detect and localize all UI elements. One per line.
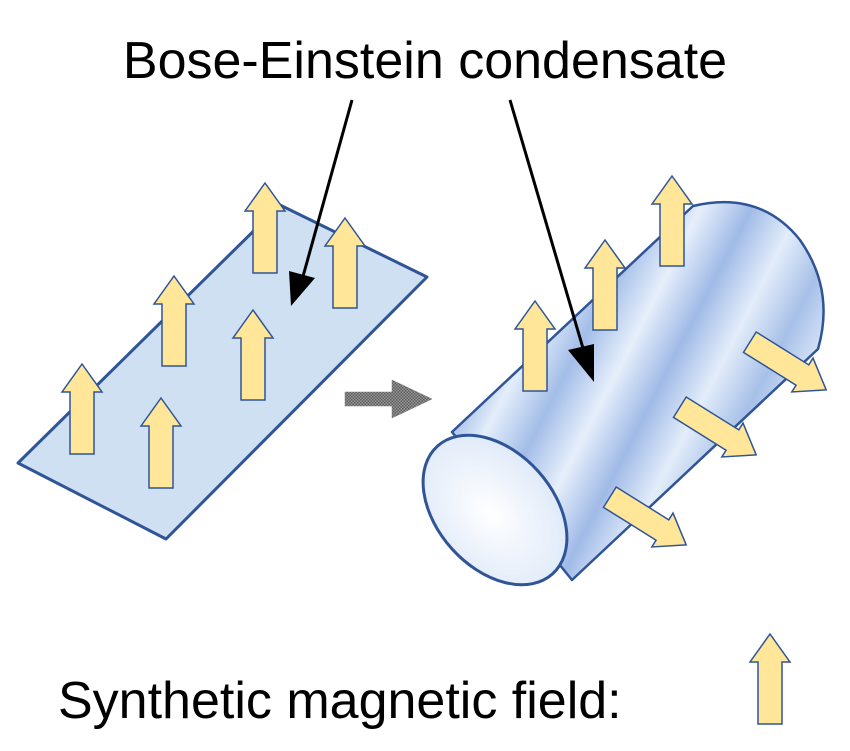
transition-arrow-icon bbox=[344, 379, 433, 419]
flat-sheet bbox=[16, 182, 429, 541]
title: Bose-Einstein condensate bbox=[123, 32, 727, 90]
pointer-arrow-icon bbox=[289, 99, 354, 306]
cylinder-end-cap bbox=[421, 433, 569, 587]
cylinder bbox=[421, 175, 838, 587]
sheet-surface bbox=[16, 203, 429, 541]
pointer-arrow-icon bbox=[508, 99, 594, 382]
up-arrow-icon bbox=[749, 633, 791, 725]
legend-label: Synthetic magnetic field: bbox=[58, 672, 622, 730]
